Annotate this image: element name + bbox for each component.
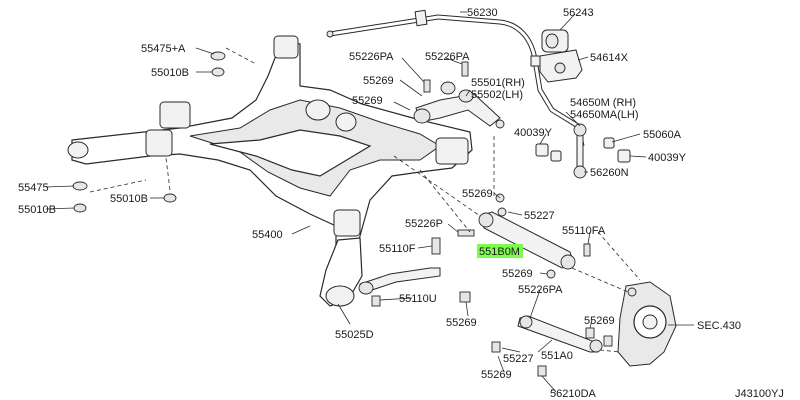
label-55226pa-c[interactable]: 55226PA: [518, 284, 563, 296]
rear-suspension-member: [67, 35, 473, 307]
label-55269-g[interactable]: 55269: [481, 369, 512, 381]
label-55269-a[interactable]: 55269: [363, 75, 394, 87]
label-55400[interactable]: 55400: [252, 229, 283, 241]
label-55227-a[interactable]: 55227: [524, 210, 555, 222]
label-55269-c[interactable]: 55269: [462, 188, 493, 200]
member-mount-bushings: [72, 51, 226, 213]
drawing-code: J43100YJ: [735, 388, 784, 400]
label-55110u[interactable]: 55110U: [399, 293, 437, 305]
label-55025d[interactable]: 55025D: [335, 329, 374, 341]
label-56243[interactable]: 56243: [563, 7, 594, 19]
label-55502[interactable]: 55502(LH): [471, 89, 523, 101]
label-55269-b[interactable]: 55269: [352, 95, 383, 107]
label-55227-b[interactable]: 55227: [503, 353, 534, 365]
lower-link-arm: [358, 237, 471, 307]
label-551a0[interactable]: 551A0: [541, 350, 573, 362]
label-55226pa-b[interactable]: 55226PA: [425, 51, 470, 63]
label-55110fa[interactable]: 55110FA: [562, 225, 606, 237]
label-55475[interactable]: 55475: [18, 182, 49, 194]
label-551b0m[interactable]: 551B0M: [479, 246, 520, 258]
label-55269-f[interactable]: 55269: [584, 315, 615, 327]
label-54650ma[interactable]: 54650MA(LH): [570, 109, 638, 121]
stabilizer-bar: [326, 9, 585, 147]
label-55269-e[interactable]: 55269: [446, 317, 477, 329]
label-sec430[interactable]: SEC.430: [697, 320, 741, 332]
label-55501[interactable]: 55501(RH): [471, 77, 525, 89]
label-55110f[interactable]: 55110F: [379, 243, 416, 255]
leader-lines: [45, 11, 694, 393]
highlight-551b0m: [477, 244, 523, 258]
label-55226pa-a[interactable]: 55226PA: [349, 51, 394, 63]
lower-lateral-link: [457, 193, 591, 279]
stabilizer-bushing-and-clamp: [539, 29, 583, 83]
label-55010b-top[interactable]: 55010B: [151, 67, 189, 79]
label-54650m[interactable]: 54650M (RH): [570, 97, 636, 109]
axle-knuckle: [617, 281, 677, 367]
label-56230[interactable]: 56230: [467, 7, 498, 19]
label-55475a[interactable]: 55475+A: [141, 43, 186, 55]
toe-link: [491, 315, 613, 377]
stabilizer-link: [535, 123, 631, 179]
label-55010b-left[interactable]: 55010B: [18, 204, 56, 216]
label-55060a[interactable]: 55060A: [643, 129, 682, 141]
label-54614x[interactable]: 54614X: [590, 52, 629, 64]
label-56260n[interactable]: 56260N: [590, 167, 629, 179]
label-40039y-b[interactable]: 40039Y: [648, 152, 687, 164]
label-55269-d[interactable]: 55269: [502, 268, 533, 280]
label-55226p[interactable]: 55226P: [405, 218, 443, 230]
label-55010b-mid[interactable]: 55010B: [110, 193, 148, 205]
label-40039y-a[interactable]: 40039Y: [514, 127, 553, 139]
part-labels: 56230 56243 54614X 55475+A 55010B 55226P…: [18, 7, 784, 400]
reference-lines: [89, 47, 641, 353]
label-56210da[interactable]: 56210DA: [550, 388, 597, 400]
